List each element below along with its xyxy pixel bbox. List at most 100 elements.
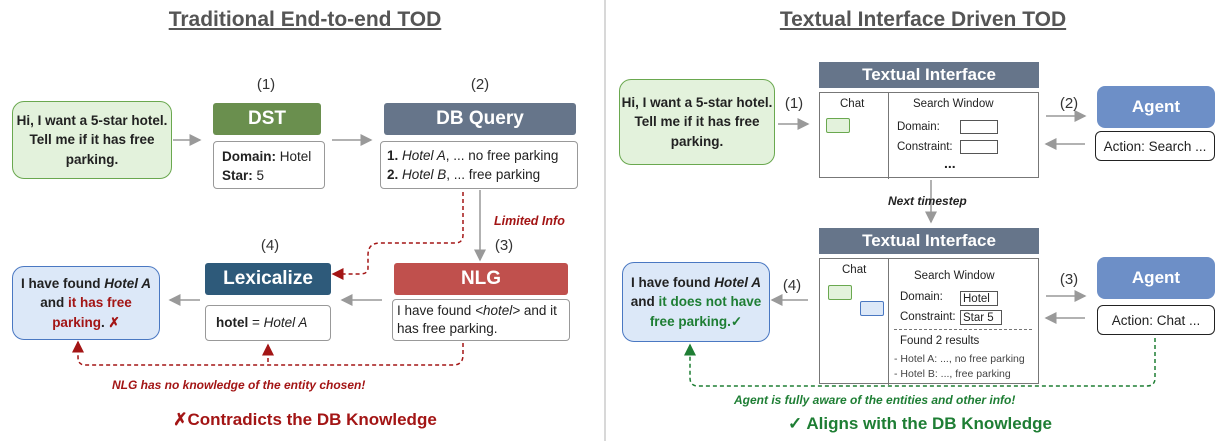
limited-info-label: Limited Info bbox=[494, 214, 565, 228]
ti-top-search-label: Search Window bbox=[913, 98, 994, 110]
nlg-text-tag: <hotel> bbox=[475, 303, 521, 318]
agent-bottom: Agent bbox=[1097, 257, 1215, 299]
dst-star-value: 5 bbox=[252, 167, 265, 183]
ti-bottom-divider bbox=[888, 259, 889, 385]
left-resp-mark: ✗ bbox=[108, 314, 120, 330]
left-response-bubble: I have found Hotel A and it has free par… bbox=[12, 266, 160, 340]
lex-header: Lexicalize bbox=[205, 263, 331, 295]
action-search: Action: Search ... bbox=[1095, 131, 1215, 161]
left-resp-p1: I have found bbox=[20, 275, 105, 291]
agent-top: Agent bbox=[1097, 86, 1215, 128]
action-chat: Action: Chat ... bbox=[1097, 305, 1215, 335]
lex-box: hotel = Hotel A bbox=[205, 305, 331, 341]
action-search-text: Action: Search ... bbox=[1103, 138, 1207, 154]
ti-bottom-domain-label: Domain: bbox=[900, 291, 943, 303]
left-user-message-text: Hi, I want a 5-star hotel. Tell me if it… bbox=[16, 112, 168, 167]
right-resp-p2: Hotel A bbox=[714, 274, 761, 290]
right-user-message: Hi, I want a 5-star hotel. Tell me if it… bbox=[619, 79, 775, 165]
right-response-bubble: I have found Hotel A and it does not hav… bbox=[622, 262, 770, 342]
ti-bottom-chat-label: Chat bbox=[842, 264, 867, 276]
left-resp-p5: . bbox=[100, 314, 105, 330]
ti-bottom-search-label: Search Window bbox=[914, 270, 995, 282]
right-resp-p1: I have found bbox=[630, 274, 715, 290]
dbq-r2-num: 2. bbox=[387, 166, 399, 182]
left-title: Traditional End-to-end TOD bbox=[168, 8, 442, 31]
ti-bottom-separator bbox=[894, 329, 1032, 330]
lex-key: hotel bbox=[216, 315, 249, 330]
nlg-note-arrow bbox=[72, 322, 464, 366]
right-step-3: (3) bbox=[1059, 271, 1079, 288]
next-timestep-label: Next timestep bbox=[888, 194, 967, 208]
dst-domain-key: Domain: bbox=[222, 149, 276, 164]
left-resp-p3: and bbox=[40, 295, 68, 311]
dbq-r2-rest: , ... free parking bbox=[446, 166, 541, 182]
left-footer: ✗Contradicts the DB Knowledge bbox=[130, 410, 480, 430]
dbq-title: DB Query bbox=[436, 108, 524, 129]
ti-bottom-result-2: - Hotel B: ..., free parking bbox=[894, 368, 1011, 380]
ti-top-domain-field bbox=[960, 120, 998, 134]
left-step-4: (4) bbox=[260, 237, 280, 254]
left-user-message: Hi, I want a 5-star hotel. Tell me if it… bbox=[12, 101, 172, 179]
nlg-box: I have found <hotel> and it has free par… bbox=[392, 299, 570, 341]
right-footer-mark: ✓ bbox=[788, 414, 803, 433]
right-step-4: (4) bbox=[782, 277, 802, 294]
ti-bottom-system-bubble-icon bbox=[860, 301, 884, 316]
nlg-title: NLG bbox=[460, 268, 502, 289]
dbq-r1-name: Hotel A bbox=[398, 148, 446, 163]
ti-top-ellipsis: ... bbox=[944, 155, 956, 171]
ti-bottom-constraint-field: Star 5 bbox=[960, 310, 1002, 325]
right-resp-p4: it does not have free parking bbox=[649, 294, 762, 329]
ti-top-constraint-label: Constraint: bbox=[897, 141, 953, 153]
lex-title: Lexicalize bbox=[223, 268, 313, 289]
agent-top-label: Agent bbox=[1131, 97, 1181, 116]
limited-info-arrow bbox=[331, 192, 464, 280]
dst-domain-value: Hotel bbox=[276, 149, 312, 164]
ti-top-title: Textual Interface bbox=[819, 62, 1039, 88]
right-footer-text: Aligns with the DB Knowledge bbox=[806, 414, 1052, 433]
agent-note: Agent is fully aware of the entities and… bbox=[734, 393, 1016, 407]
ti-bottom-window: Chat Search Window Domain: Hotel Constra… bbox=[819, 258, 1039, 385]
ti-bottom-domain-field: Hotel bbox=[960, 291, 998, 306]
left-resp-p4: it has free parking bbox=[52, 295, 132, 330]
ti-top-divider bbox=[888, 93, 889, 179]
right-step-2: (2) bbox=[1059, 95, 1079, 112]
dbq-r2-name: Hotel B bbox=[398, 166, 447, 182]
dst-star-key: Star: bbox=[222, 167, 253, 183]
dbq-header: DB Query bbox=[384, 103, 576, 135]
ti-bottom-result-1: - Hotel A: ..., no free parking bbox=[894, 353, 1025, 365]
right-resp-p5: . bbox=[727, 313, 731, 329]
right-resp-mark: ✓ bbox=[730, 313, 743, 329]
ti-top-chat-bubble-icon bbox=[826, 118, 850, 133]
nlg-text-post: and it has free parking. bbox=[397, 303, 557, 337]
dbq-r1-num: 1. bbox=[387, 148, 399, 163]
left-resp-p2: Hotel A bbox=[104, 275, 151, 291]
right-user-message-text: Hi, I want a 5-star hotel. Tell me if it… bbox=[621, 94, 773, 149]
dst-box: Domain: Hotel Star: 5 bbox=[213, 141, 325, 189]
dst-header: DST bbox=[213, 103, 321, 135]
ti-top-chat-label: Chat bbox=[840, 98, 865, 110]
ti-top-window: Chat Search Window Domain: Constraint: .… bbox=[819, 92, 1039, 179]
left-footer-text: Contradicts the DB Knowledge bbox=[187, 410, 437, 429]
right-step-1: (1) bbox=[784, 95, 804, 112]
ti-bottom-constraint-label: Constraint: bbox=[900, 311, 956, 323]
left-footer-mark: ✗ bbox=[173, 410, 188, 429]
left-step-3: (3) bbox=[494, 237, 514, 254]
ti-top-domain-label: Domain: bbox=[897, 121, 940, 133]
action-chat-text: Action: Chat ... bbox=[1111, 312, 1201, 328]
right-resp-p3: and bbox=[630, 294, 659, 310]
lex-eq: = bbox=[248, 315, 264, 330]
ti-top-constraint-field bbox=[960, 140, 998, 154]
nlg-note: NLG has no knowledge of the entity chose… bbox=[112, 378, 366, 392]
left-step-2: (2) bbox=[470, 76, 490, 93]
nlg-text-pre: I have found bbox=[397, 303, 476, 318]
ti-bottom-user-bubble-icon bbox=[828, 285, 852, 300]
left-step-1: (1) bbox=[256, 76, 276, 93]
agent-bottom-label: Agent bbox=[1131, 268, 1181, 287]
lex-value: Hotel A bbox=[263, 315, 308, 330]
dbq-box: 1. Hotel A, ... no free parking 2. Hotel… bbox=[380, 141, 578, 189]
right-footer: ✓ Aligns with the DB Knowledge bbox=[740, 414, 1100, 434]
right-title: Textual Interface Driven TOD bbox=[779, 8, 1067, 31]
ti-bottom-title: Textual Interface bbox=[819, 228, 1039, 254]
dbq-r1-rest: , ... no free parking bbox=[445, 148, 559, 163]
